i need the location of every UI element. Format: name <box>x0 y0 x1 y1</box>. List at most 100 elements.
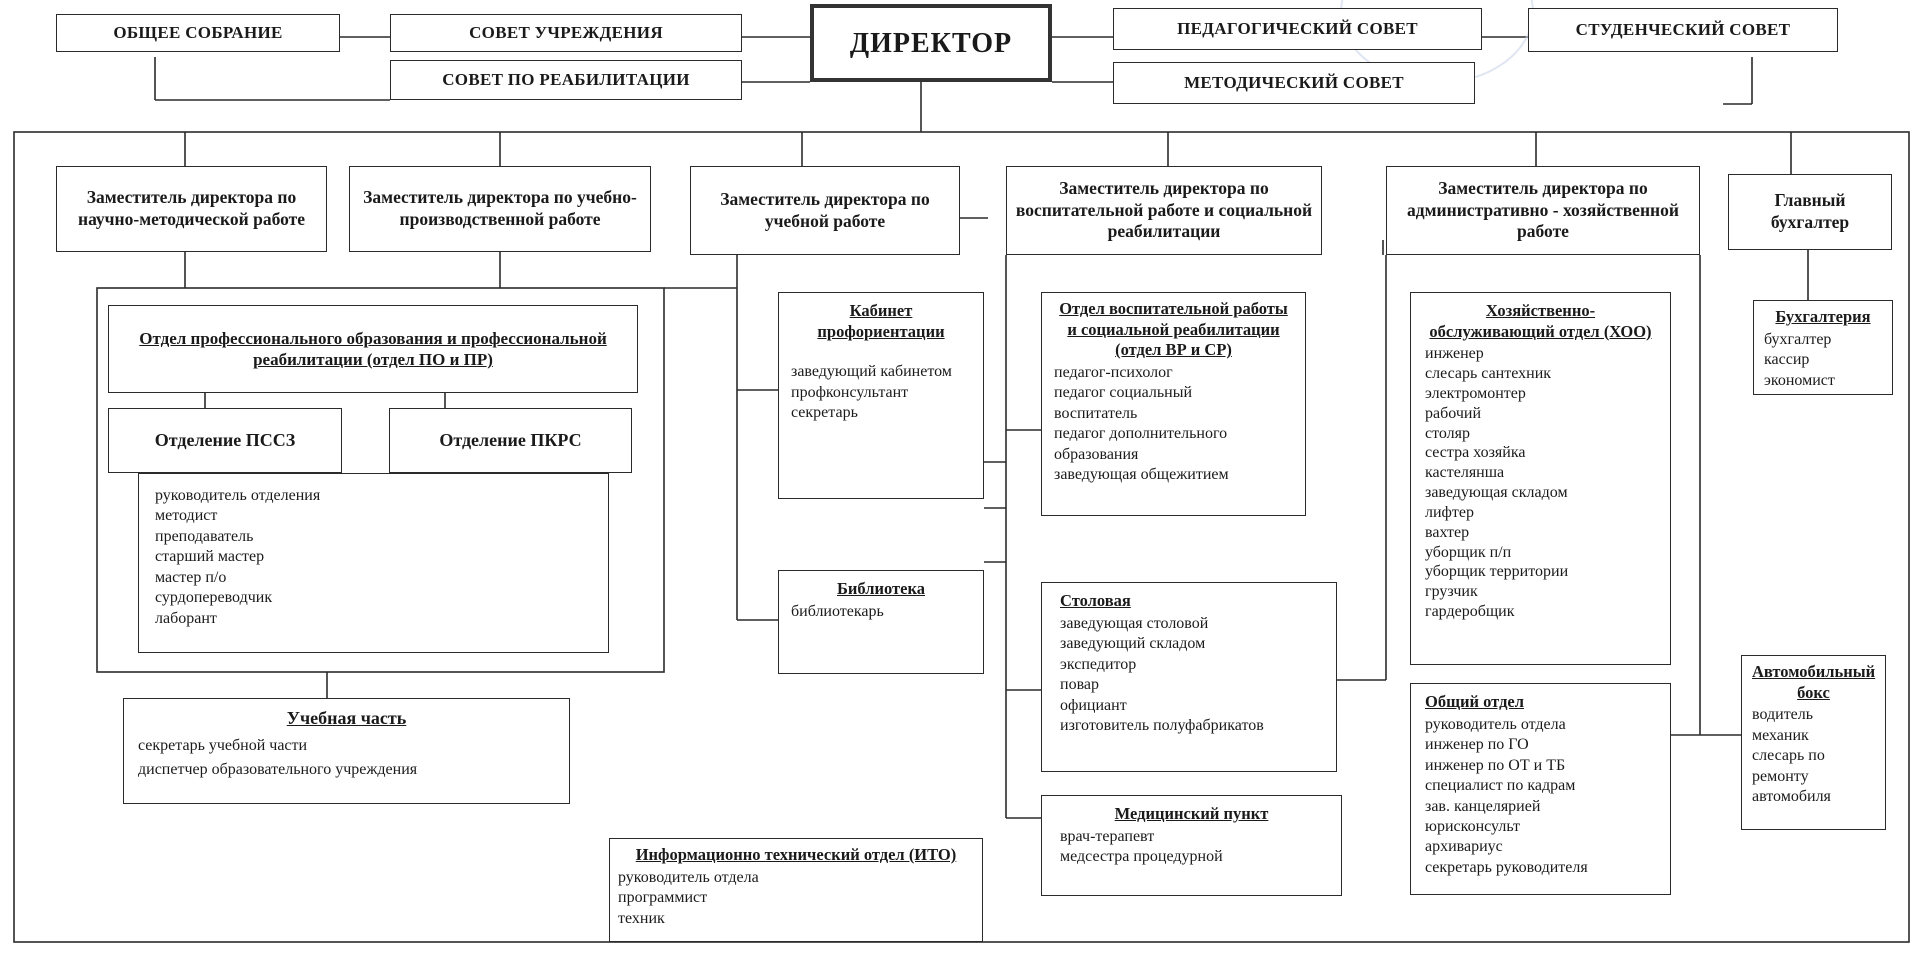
garage-title: Автомобильный бокс <box>1752 662 1876 702</box>
list-item: педагог дополнительного образования <box>1054 425 1228 463</box>
study-part-box: Учебная часть секретарь учебной части ди… <box>123 698 570 804</box>
list-item: слесарь сантехник <box>1425 365 1552 383</box>
list-item: механик <box>1752 726 1809 744</box>
list-item: заведующая общежитием <box>1054 466 1229 484</box>
list-item: кастелянша <box>1425 464 1505 482</box>
list-item: гардеробщик <box>1425 603 1515 621</box>
list-item: водитель <box>1752 706 1814 724</box>
ito-box: Информационно технический отдел (ИТО) ру… <box>609 838 983 942</box>
student-council-box: СТУДЕНЧЕСКИЙ СОВЕТ <box>1528 8 1838 52</box>
general-dept-box: Общий отдел руководитель отдела инженер … <box>1410 683 1671 895</box>
hoo-dept-box: Хозяйственно-обслуживающий отдел (ХОО) и… <box>1410 292 1671 665</box>
deputy-scientific-box: Заместитель директора по научно-методиче… <box>56 166 327 252</box>
list-item: кассир <box>1764 351 1810 369</box>
career-office-title: Кабинет профориентации <box>817 301 945 341</box>
medical-title: Медицинский пункт <box>1114 804 1269 823</box>
vr-sr-title: Отдел воспитательной работы и социальной… <box>1059 299 1288 360</box>
list-item: руководитель отдела <box>618 868 759 886</box>
vr-sr-dept-box: Отдел воспитательной работы и социальной… <box>1041 292 1306 516</box>
list-item: врач-терапевт <box>1060 827 1155 845</box>
list-item: заведующий кабинетом <box>791 363 952 381</box>
list-item: изготовитель полуфабрикатов <box>1060 716 1264 734</box>
list-item: вахтер <box>1425 523 1470 541</box>
list-item: инженер по ОТ и ТБ <box>1425 756 1566 774</box>
hoo-title: Хозяйственно-обслуживающий отдел (ХОО) <box>1429 301 1652 341</box>
list-item: грузчик <box>1425 583 1478 601</box>
list-item: старший мастер <box>155 548 265 566</box>
library-staff: библиотекарь <box>791 602 971 622</box>
deputy-administrative-box: Заместитель директора по административно… <box>1386 166 1700 255</box>
deputy-academic-box: Заместитель директора по учебной работе <box>690 166 960 255</box>
ito-title: Информационно технический отдел (ИТО) <box>635 845 957 864</box>
canteen-title: Столовая <box>1060 591 1131 610</box>
list-item: сестра хозяйка <box>1425 444 1526 462</box>
prof-education-dept-box: Отдел профессионального образования и пр… <box>108 305 638 393</box>
pedagogical-council-box: ПЕДАГОГИЧЕСКИЙ СОВЕТ <box>1113 8 1482 50</box>
director-box: ДИРЕКТОР <box>810 4 1052 82</box>
rehab-council-box: СОВЕТ ПО РЕАБИЛИТАЦИИ <box>390 60 742 100</box>
general-dept-title: Общий отдел <box>1425 692 1524 711</box>
canteen-box: Столовая заведующая столовой заведующий … <box>1041 582 1337 772</box>
ito-staff: руководитель отдела программист техник <box>618 868 974 929</box>
list-item: секретарь руководителя <box>1425 858 1588 876</box>
medical-staff: врач-терапевт медсестра процедурной <box>1060 827 1323 868</box>
list-item: диспетчер образовательного учреждения <box>138 761 418 779</box>
list-item: сурдопереводчик <box>155 589 273 607</box>
list-item: медсестра процедурной <box>1060 848 1223 866</box>
accounting-box: Бухгалтерия бухгалтер кассир экономист <box>1753 300 1893 395</box>
list-item: заведующий складом <box>1060 635 1206 653</box>
list-item: архивариус <box>1425 838 1503 856</box>
institution-council-box: СОВЕТ УЧРЕЖДЕНИЯ <box>390 14 742 52</box>
list-item: уборщик п/п <box>1425 543 1512 561</box>
list-item: профконсультант <box>791 383 909 401</box>
career-office-box: Кабинет профориентации заведующий кабине… <box>778 292 984 499</box>
list-item: слесарь по ремонту автомобиля <box>1752 747 1831 806</box>
list-item: специалист по кадрам <box>1425 777 1576 795</box>
library-box: Библиотека библиотекарь <box>778 570 984 674</box>
career-office-staff: заведующий кабинетом профконсультант сек… <box>791 362 971 423</box>
department-staff-box: руководитель отделения методист преподав… <box>138 473 609 653</box>
study-part-title: Учебная часть <box>286 708 407 728</box>
deputy-production-box: Заместитель директора по учебно-производ… <box>349 166 651 252</box>
pkrs-section-box: Отделение ПКРС <box>389 408 632 473</box>
list-item: официант <box>1060 696 1127 714</box>
chief-accountant-box: Главный бухгалтер <box>1728 174 1892 250</box>
garage-box: Автомобильный бокс водитель механик слес… <box>1741 655 1886 830</box>
hoo-staff: инженер слесарь сантехник электромонтер … <box>1425 344 1656 622</box>
list-item: рабочий <box>1425 404 1481 422</box>
medical-point-box: Медицинский пункт врач-терапевт медсестр… <box>1041 795 1342 896</box>
list-item: электромонтер <box>1425 384 1526 402</box>
list-item: столяр <box>1425 424 1471 442</box>
list-item: инженер <box>1425 345 1484 363</box>
list-item: экспедитор <box>1060 655 1137 673</box>
list-item: воспитатель <box>1054 404 1138 422</box>
list-item: библиотекарь <box>791 602 884 620</box>
list-item: зав. канцелярией <box>1425 797 1541 815</box>
general-dept-staff: руководитель отдела инженер по ГО инжене… <box>1425 715 1656 879</box>
list-item: педагог социальный <box>1054 384 1193 402</box>
accounting-staff: бухгалтер кассир экономист <box>1764 330 1882 391</box>
list-item: руководитель отделения <box>155 487 321 504</box>
list-item: уборщик территории <box>1425 563 1569 581</box>
list-item: экономист <box>1764 371 1835 389</box>
list-item: повар <box>1060 676 1100 694</box>
vr-sr-staff: педагог-психолог педагог социальный восп… <box>1054 363 1293 486</box>
list-item: преподаватель <box>155 527 254 545</box>
methodical-council-box: МЕТОДИЧЕСКИЙ СОВЕТ <box>1113 62 1475 104</box>
list-item: заведующая складом <box>1425 484 1568 502</box>
list-item: лаборант <box>155 609 217 627</box>
list-item: руководитель отдела <box>1425 715 1566 733</box>
canteen-staff: заведующая столовой заведующий складом э… <box>1060 614 1318 737</box>
list-item: техник <box>618 909 665 927</box>
list-item: мастер п/о <box>155 568 227 586</box>
library-title: Библиотека <box>837 579 925 598</box>
deputy-educational-box: Заместитель директора по воспитательной … <box>1006 166 1322 255</box>
department-staff-list: руководитель отделения методист преподав… <box>155 486 592 629</box>
list-item: секретарь учебной части <box>138 736 308 754</box>
list-item: бухгалтер <box>1764 330 1832 348</box>
list-item: секретарь <box>791 404 858 422</box>
list-item: инженер по ГО <box>1425 736 1529 754</box>
list-item: лифтер <box>1425 503 1475 521</box>
pssz-section-box: Отделение ПССЗ <box>108 408 342 473</box>
list-item: юрисконсульт <box>1425 817 1520 835</box>
